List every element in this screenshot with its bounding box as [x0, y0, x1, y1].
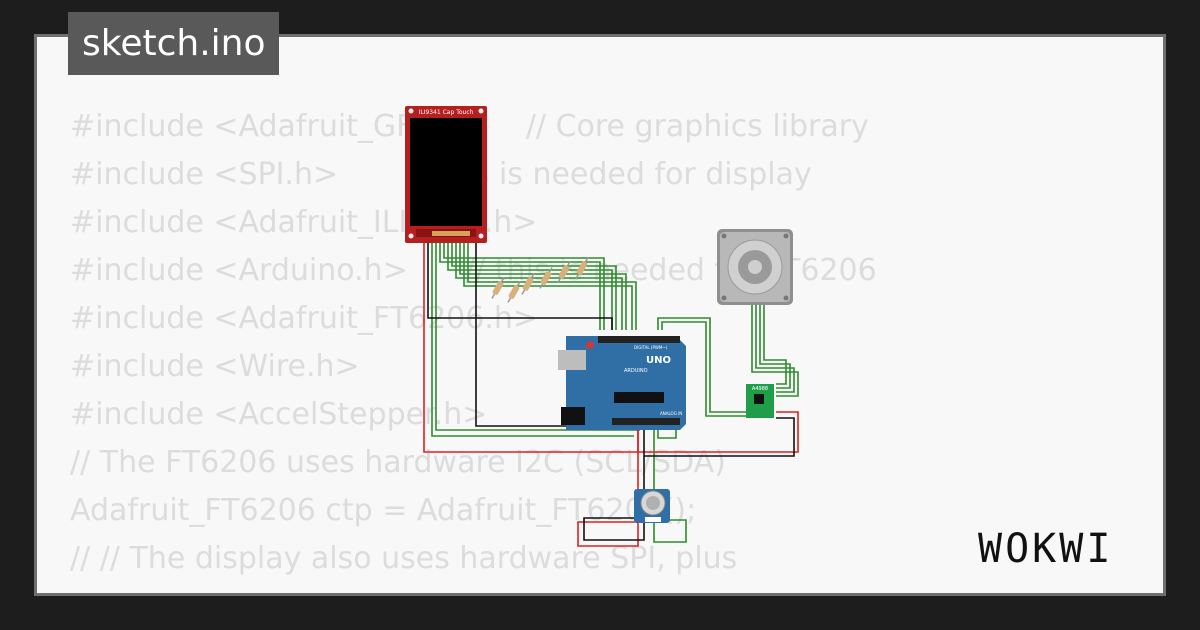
code-line: // The FT6206 uses hardware I2C (SCL/SDA…: [70, 445, 726, 480]
resistor: [557, 261, 571, 283]
a4988-driver[interactable]: A4988: [746, 384, 774, 418]
file-title: sketch.ino: [68, 12, 280, 75]
resistor: [491, 277, 505, 299]
stepper-motor[interactable]: [717, 229, 793, 305]
resistors: [491, 257, 589, 303]
resistor: [507, 281, 521, 303]
resistor: [539, 267, 553, 289]
arduino-brand: ARDUINO: [624, 368, 648, 374]
display-label: ILI9341 Cap Touch: [419, 109, 474, 116]
code-line: #include <Wire.h>: [70, 349, 360, 384]
arduino-analog-label: ANALOG IN: [660, 411, 682, 416]
tft-display[interactable]: ILI9341 Cap Touch: [405, 106, 487, 243]
code-line: // // The display also uses hardware SPI…: [70, 541, 738, 576]
driver-label: A4988: [752, 386, 768, 392]
arduino-board-label: UNO: [646, 355, 671, 366]
resistor: [575, 257, 589, 279]
code-line: #include <Adafruit_FT6206.h>: [70, 301, 539, 336]
wokwi-logo: WOKWI: [978, 526, 1114, 572]
code-line: #include <AccelStepper.h>: [70, 397, 488, 432]
resistor: [521, 273, 535, 295]
arduino-header-label: DIGITAL (PWM~): [634, 345, 668, 350]
arduino-uno[interactable]: UNO ARDUINO DIGITAL (PWM~) ANALOG IN: [558, 336, 686, 430]
potentiometer[interactable]: [634, 489, 670, 523]
